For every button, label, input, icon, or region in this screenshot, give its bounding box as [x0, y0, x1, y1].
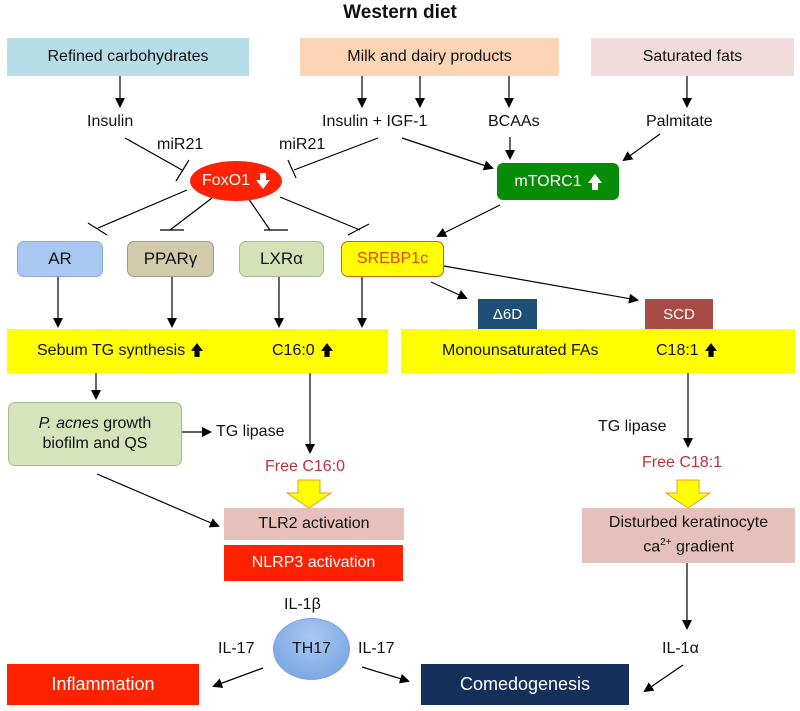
arrow-up-icon [191, 343, 204, 357]
label-il17-left: IL-17 [218, 640, 255, 657]
label-il17-right: IL-17 [358, 640, 395, 657]
source-milk-dairy: Milk and dairy products [300, 38, 559, 76]
arrow-down-icon [256, 173, 270, 189]
comedogenesis-label: Comedogenesis [459, 674, 591, 694]
c18-label: C18:1 [656, 342, 717, 360]
arrow-up-icon [320, 343, 333, 357]
pacnes-line2: biofilm and QS [42, 435, 148, 452]
node-th17: TH17 [273, 618, 350, 680]
pacnes-line1: P. acnes growth [39, 414, 152, 434]
arrow-srebp-d6d [430, 281, 468, 300]
node-ppar-gamma: PPARγ [127, 241, 214, 277]
inflammation-label: Inflammation [51, 674, 155, 694]
label-free-c18: Free C18:1 [642, 454, 723, 471]
d6d-label: Δ6D [492, 306, 523, 323]
label-mir21-left: miR21 [157, 136, 204, 153]
nlrp3-label: NLRP3 activation [251, 554, 376, 571]
c16-label: C16:0 [272, 342, 333, 360]
arrow-th17-comedogenesis [361, 666, 410, 684]
c18-text: C18:1 [656, 342, 699, 359]
arrow-pacnes-tlr2 [96, 473, 220, 528]
source-label: Refined carbohydrates [47, 48, 209, 65]
label-bcaas: BCAAs [488, 113, 540, 130]
foxo1-label: FoxO1 [201, 172, 250, 189]
srebp-label: SREBP1c [356, 250, 429, 267]
node-foxo1: FoxO1 [190, 161, 282, 201]
sebum-synthesis-label: Sebum TG synthesis [37, 342, 204, 360]
source-label: Milk and dairy products [347, 48, 512, 65]
node-inflammation: Inflammation [7, 664, 199, 705]
source-refined-carbohydrates: Refined carbohydrates [7, 38, 249, 76]
source-saturated-fats: Saturated fats [591, 38, 794, 76]
source-label: Saturated fats [642, 48, 743, 65]
label-il1a: IL-1α [662, 640, 699, 657]
node-nlrp3-activation: NLRP3 activation [224, 545, 403, 581]
block-arrow-free-c18 [664, 479, 712, 509]
label-tg-lipase-left: TG lipase [216, 423, 285, 440]
diagram-title: Western diet [343, 2, 457, 23]
node-delta6d: Δ6D [478, 299, 537, 330]
inhibit-foxo1-lxr [247, 197, 271, 231]
arrow-up-icon [704, 343, 717, 357]
label-insulin-igf1: Insulin + IGF-1 [322, 113, 428, 130]
node-scd: SCD [645, 299, 713, 330]
label-free-c16: Free C16:0 [265, 458, 346, 475]
inhibit-foxo1-ppar [169, 197, 213, 231]
arrow-srebp-scd [443, 265, 639, 304]
pacnes-italic: P. acnes [38, 415, 99, 432]
scd-label: SCD [663, 306, 695, 323]
mtorc1-label: mTORC1 [514, 172, 582, 190]
node-p-acnes: P. acnes growth biofilm and QS [8, 402, 182, 466]
th17-label: TH17 [291, 640, 332, 657]
ca-superscript: 2+ [660, 537, 672, 549]
label-mir21-right: miR21 [279, 136, 326, 153]
block-arrow-free-c16 [285, 479, 333, 509]
node-mtorc1: mTORC1 [497, 163, 619, 200]
arrow-up-icon [587, 173, 602, 190]
node-tlr2-activation: TLR2 activation [224, 508, 404, 540]
label-insulin: Insulin [87, 113, 134, 130]
label-il1b: IL-1β [284, 596, 321, 613]
node-ar: AR [17, 241, 103, 277]
mufa-label: Monounsaturated FAs [442, 342, 599, 359]
keratinocyte-line1: Disturbed keratinocyte [608, 514, 769, 532]
lxr-label: LXRα [260, 249, 303, 268]
arrow-il1a-comedogenesis [643, 664, 684, 693]
sebum-synthesis-text: Sebum TG synthesis [37, 342, 186, 359]
keratinocyte-line2: ca2+ gradient [643, 533, 734, 557]
bar-monounsaturated-fas: Monounsaturated FAs C18:1 [401, 329, 795, 373]
arrow-igf-mtorc1 [401, 137, 494, 171]
label-palmitate: Palmitate [646, 113, 713, 130]
c16-text: C16:0 [272, 342, 315, 359]
inhibit-foxo1-ar [97, 189, 188, 229]
pacnes-rest: growth [98, 415, 152, 432]
node-srebp1c: SREBP1c [341, 241, 444, 277]
label-tg-lipase-right: TG lipase [598, 418, 667, 435]
node-keratinocyte-gradient: Disturbed keratinocyte ca2+ gradient [582, 508, 795, 563]
node-comedogenesis: Comedogenesis [421, 664, 629, 705]
arrow-palmitate-mtorc1 [622, 133, 661, 162]
arrow-th17-inflammation [212, 667, 264, 688]
tlr2-label: TLR2 activation [258, 515, 370, 532]
bar-sebum-tg-synthesis: Sebum TG synthesis C16:0 [7, 329, 388, 373]
ca-text: ca [643, 538, 661, 556]
node-lxr-alpha: LXRα [239, 241, 324, 277]
gradient-text: gradient [671, 538, 734, 556]
ar-label: AR [48, 249, 72, 268]
inhibit-foxo1-srebp [279, 196, 361, 231]
ppar-label: PPARγ [143, 249, 198, 268]
arrow-mtorc1-srebp [436, 204, 501, 237]
